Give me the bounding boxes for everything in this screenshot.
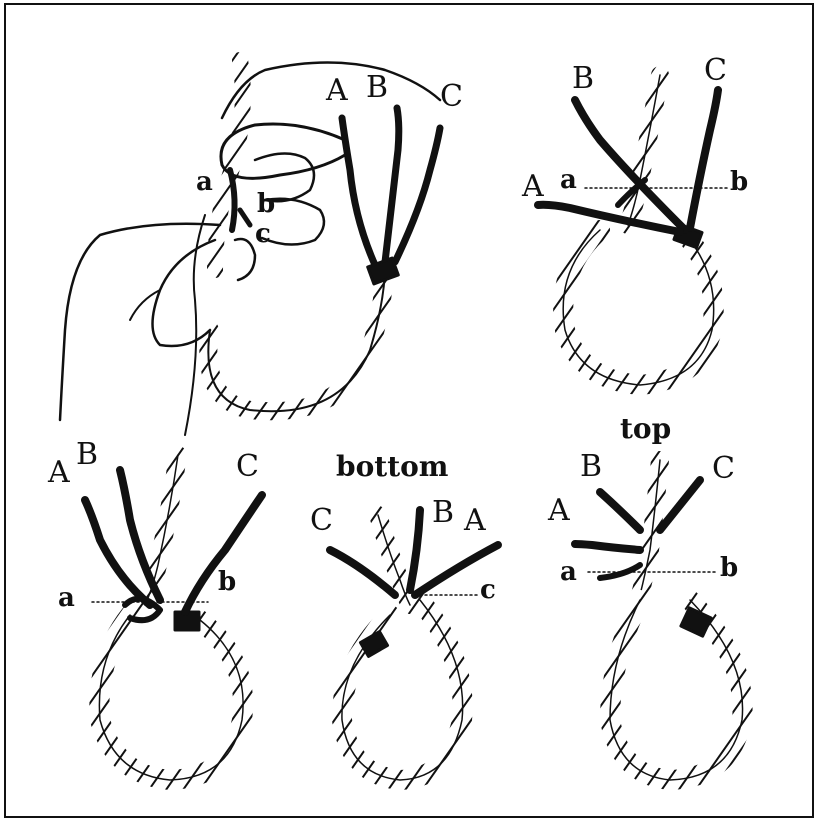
caption-top: top (620, 412, 671, 445)
panel-top-view (575, 460, 743, 780)
rope-eye-loop (208, 265, 385, 411)
label-tuck-b: b (257, 189, 275, 219)
label-tuck-c: c (480, 575, 496, 605)
label-tuck-a: a (58, 583, 75, 613)
label-tuck-c: c (255, 219, 271, 249)
rope-eye-loop (99, 615, 243, 780)
label-strand-a: A (463, 503, 486, 538)
panel-second-tuck (85, 455, 262, 780)
caption-bottom: bottom (336, 450, 448, 483)
label-tuck-b: b (720, 553, 738, 583)
label-tuck-b: b (730, 167, 748, 197)
label-strand-b: B (76, 437, 98, 472)
label-strand-c: C (440, 79, 463, 114)
rope-eye-loop (563, 230, 714, 385)
rope-eye-loop (342, 600, 463, 780)
label-strand-a: A (325, 73, 348, 108)
strand-b (385, 108, 399, 262)
panel-first-tuck (538, 75, 728, 385)
label-strand-c: C (704, 53, 727, 88)
strand-c (690, 90, 718, 228)
label-strand-b: B (366, 70, 388, 105)
panel-hand-splice (60, 60, 440, 435)
label-tuck-a: a (196, 167, 213, 197)
rope-eye-loop (610, 600, 743, 780)
label-tuck-a: a (560, 557, 577, 587)
strand-a (575, 544, 640, 550)
label-strand-a: A (547, 493, 570, 528)
label-strand-b: B (580, 449, 602, 484)
label-strand-b: B (572, 61, 594, 96)
label-strand-c: C (236, 449, 259, 484)
strand-a (342, 118, 375, 265)
panel-bottom-view (330, 510, 498, 780)
label-tuck-a: a (560, 165, 577, 195)
strand-b (600, 492, 640, 530)
label-tuck-b: b (218, 567, 236, 597)
strand-b (410, 510, 420, 590)
label-strand-c: C (712, 451, 735, 486)
label-strand-c: C (310, 503, 333, 538)
label-strand-b: B (432, 495, 454, 530)
label-strand-a: A (47, 455, 70, 490)
strand-c (395, 128, 440, 262)
label-strand-a: A (521, 169, 544, 204)
